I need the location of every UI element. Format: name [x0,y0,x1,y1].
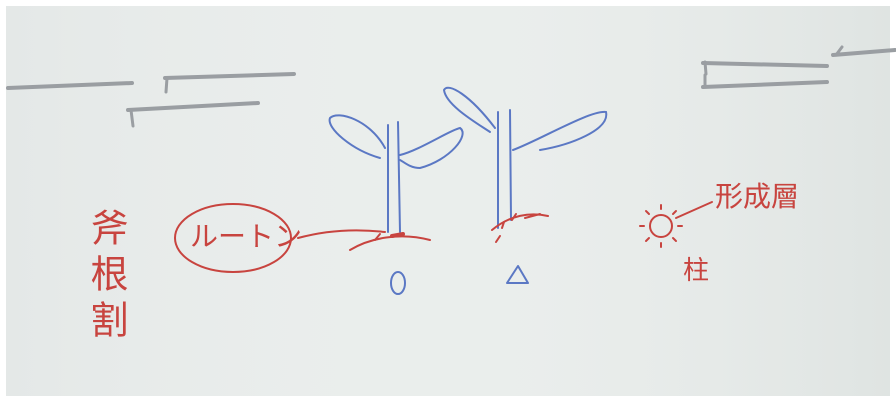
lower-right-text: 柱 [683,256,710,286]
left-label: 斧根割 [84,208,128,346]
tray-bar [163,72,296,80]
tray-bar [831,48,896,57]
circled-text: ルートン [190,220,303,253]
tray-bar [126,101,260,112]
tray-bar [701,80,829,89]
tray-hook [703,60,708,76]
seedling-left [328,114,464,233]
tray-hook [164,76,169,94]
circled-label-outline [174,203,292,273]
connector-line [297,229,386,239]
ground-lines [349,213,549,251]
marker-trays [6,45,896,128]
sun-symbol [639,201,713,248]
tray-hook [129,108,135,128]
whiteboard-shade [6,6,890,396]
upper-right-text: 形成層 [715,180,800,213]
seedling-right [442,86,608,229]
shape-triangle [506,265,529,284]
tray-hook [834,45,844,57]
tray-bar [6,81,134,90]
tray-bar [701,61,829,68]
shape-circle [390,271,406,295]
